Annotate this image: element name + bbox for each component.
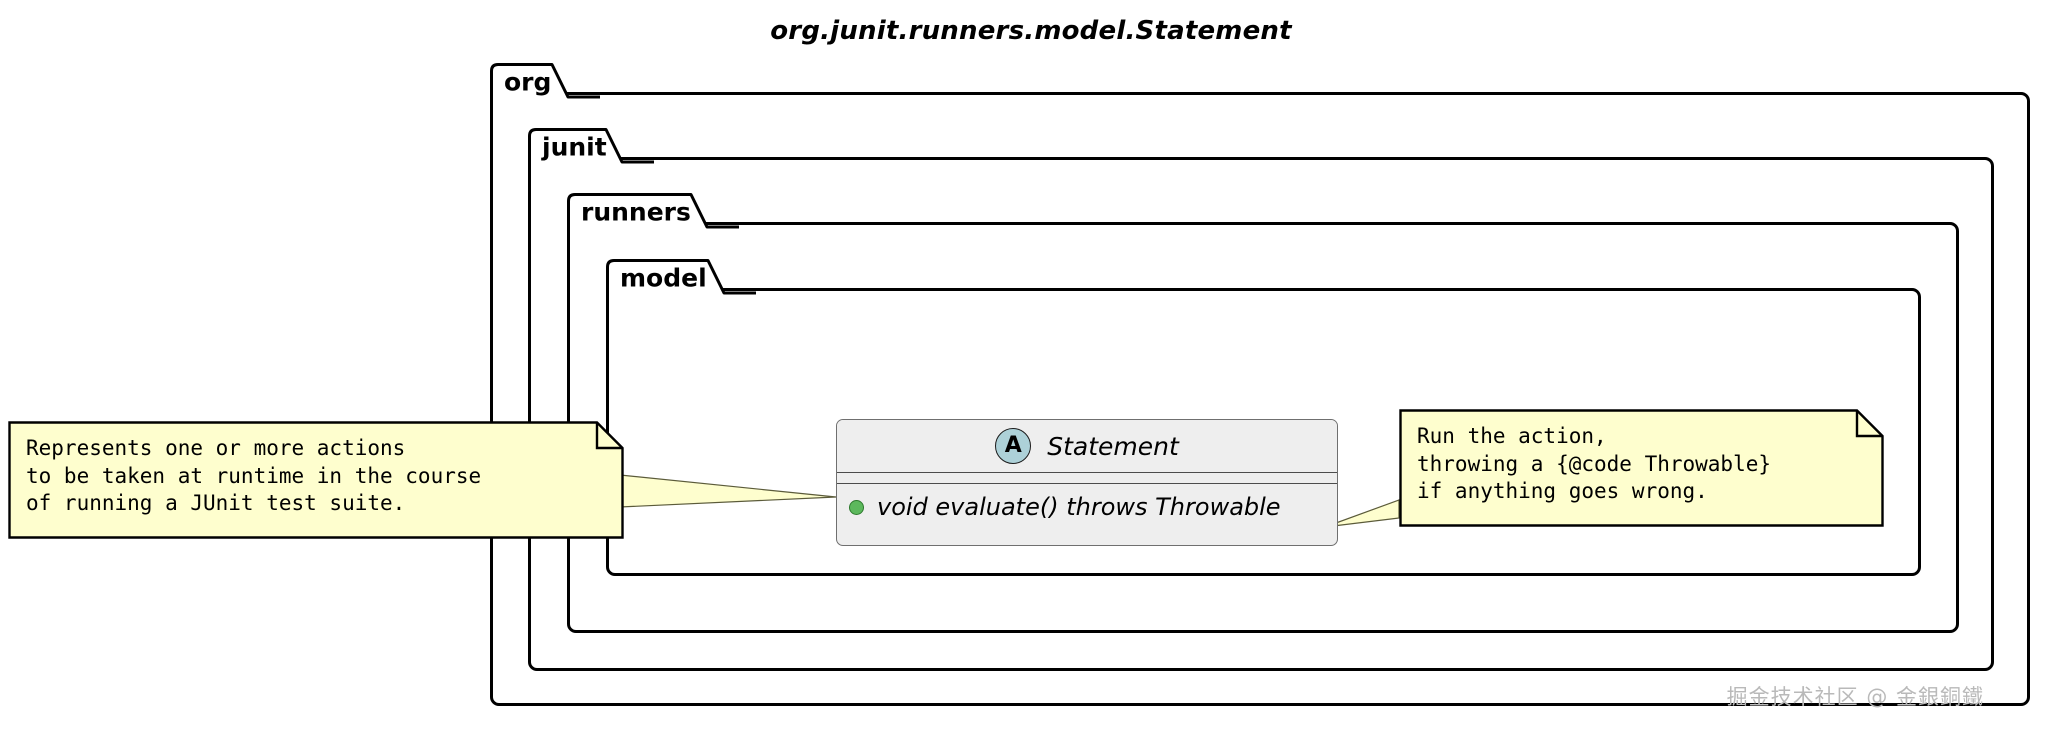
package-tab-model[interactable]: model <box>606 259 756 301</box>
package-box-org[interactable] <box>490 92 2030 706</box>
package-tab-junit[interactable]: junit <box>528 128 654 170</box>
package-label-org: org <box>504 67 552 97</box>
watermark: 掘金技术社区 @ 金銀銅鐵 <box>1726 685 1984 709</box>
abstract-class-icon: A <box>995 428 1032 464</box>
package-box-junit[interactable] <box>528 157 1994 671</box>
class-operations-compartment: void evaluate() throws Throwable <box>837 484 1337 532</box>
class-name-label: Statement <box>1047 431 1179 461</box>
class-method-row[interactable]: void evaluate() throws Throwable <box>837 490 1337 524</box>
package-tab-shape-icon <box>490 63 600 105</box>
package-tab-runners[interactable]: runners <box>567 193 739 235</box>
package-label-runners: runners <box>581 197 691 227</box>
package-label-junit: junit <box>542 132 607 162</box>
note-class-doc[interactable]: Represents one or more actions to be tak… <box>8 421 624 539</box>
package-tab-shape-icon <box>606 259 756 301</box>
package-label-model: model <box>620 263 707 293</box>
public-visibility-icon <box>849 499 864 515</box>
class-box-statement[interactable]: A Statement void evaluate() throws Throw… <box>836 419 1338 546</box>
note-shape-icon <box>1399 409 1884 527</box>
class-header: A Statement <box>837 420 1337 473</box>
package-tab-shape-icon <box>567 193 739 235</box>
note-method-doc[interactable]: Run the action, throwing a {@code Throwa… <box>1399 409 1884 527</box>
class-method-signature: void evaluate() throws Throwable <box>877 493 1281 521</box>
note-class-doc-text: Represents one or more actions to be tak… <box>26 436 482 516</box>
page-title: org.junit.runners.model.Statement <box>770 16 1292 46</box>
package-tab-org[interactable]: org <box>490 63 600 105</box>
package-tab-shape-icon <box>528 128 654 170</box>
note-method-doc-text: Run the action, throwing a {@code Throwa… <box>1417 424 1772 504</box>
class-attributes-compartment <box>837 473 1337 484</box>
